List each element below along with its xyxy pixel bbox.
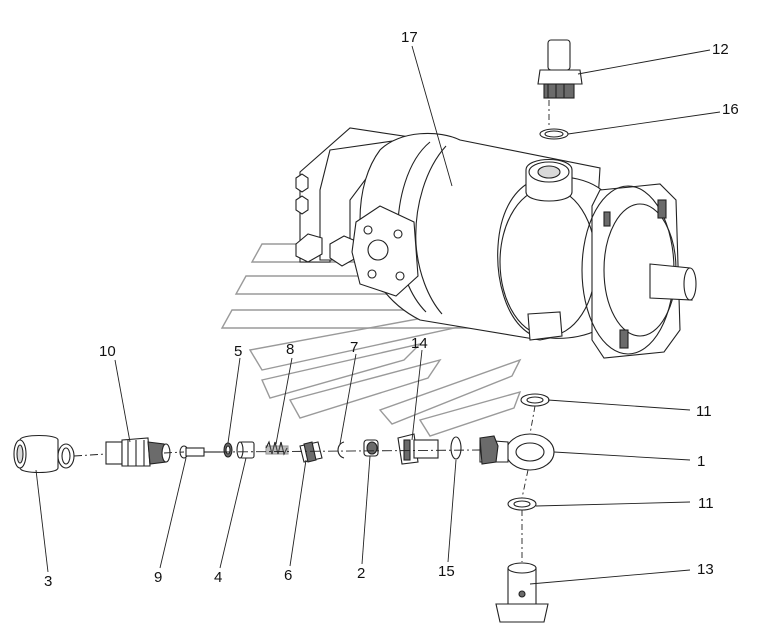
- part-15-o-ring: [450, 436, 462, 460]
- part-5-ring: [223, 442, 233, 458]
- callout-10: 10: [99, 343, 116, 360]
- callout-3: 3: [44, 573, 52, 590]
- part-14-nipple: [397, 433, 439, 465]
- assembly-axis: [73, 100, 550, 562]
- pump-body: [295, 127, 697, 359]
- callout-8: 8: [286, 341, 294, 358]
- part-8-spring: [265, 440, 289, 456]
- part-10-adapter: [105, 437, 171, 467]
- part-9-pin: [179, 445, 220, 459]
- part-6-valve: [299, 441, 323, 463]
- callout-11-lower: 11: [698, 495, 714, 512]
- callout-12: 12: [712, 41, 729, 58]
- callout-9: 9: [154, 569, 162, 586]
- part-1-banjo: [479, 433, 555, 471]
- callout-4: 4: [214, 569, 222, 586]
- callout-11-upper: 11: [696, 403, 712, 420]
- part-3-cap: [13, 434, 75, 474]
- callout-14: 14: [411, 335, 428, 352]
- callout-1: 1: [697, 453, 705, 470]
- callout-13: 13: [697, 561, 714, 578]
- part-4-bushing: [236, 441, 255, 459]
- callout-16: 16: [722, 101, 739, 118]
- part-7-snap-ring: [337, 441, 345, 459]
- callout-2: 2: [357, 565, 365, 582]
- callout-17: 17: [401, 29, 418, 46]
- leader-lines: [35, 45, 721, 585]
- part-2-plug: [363, 439, 379, 457]
- callout-15: 15: [438, 563, 455, 580]
- callout-7: 7: [350, 339, 358, 356]
- part-11-washer-lower: [507, 497, 537, 511]
- callout-6: 6: [284, 567, 292, 584]
- part-13-banjo-bolt: [495, 562, 549, 623]
- part-12-fitting: [537, 39, 583, 99]
- callout-labels: 17 12 16 10 5 8 7 14 11 1 11 13 3 9 4 6 …: [44, 29, 739, 590]
- callout-5: 5: [234, 343, 242, 360]
- part-11-washer-upper: [520, 393, 550, 407]
